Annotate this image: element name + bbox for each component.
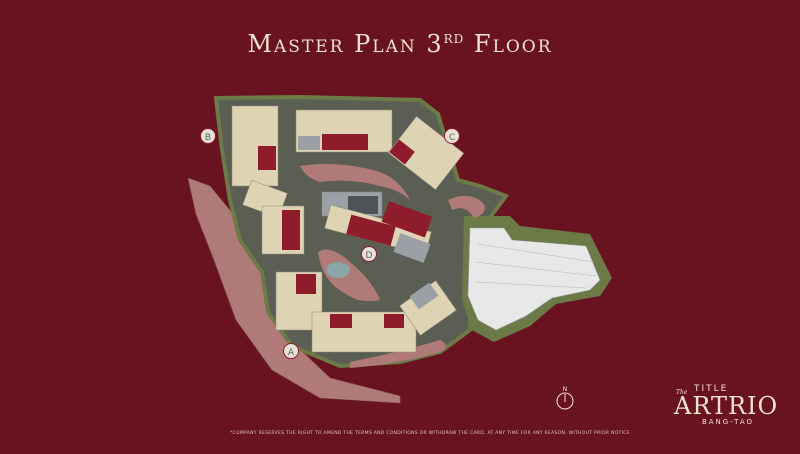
zone-marker-c: C [444,128,460,144]
title-end: Floor [464,30,553,58]
zone-marker-d: D [361,246,377,262]
pool [326,262,350,278]
block-c [295,109,465,190]
logo-location: BANG-TAO [701,418,754,426]
zone-marker-b: B [200,128,216,144]
walkway-center [318,249,380,302]
compass-north-label: N [563,386,568,393]
logo-prefix: The [676,389,688,396]
zone-label-a: A [288,348,295,358]
logo-title: TITLE [694,384,729,394]
block-d [321,191,433,263]
disclaimer-text: *COMPANY RESERVES THE RIGHT TO AMEND THE… [230,431,632,436]
zone-marker-a: A [283,343,299,359]
logo-brand: ARTRIO [674,392,779,420]
block-b [231,105,305,255]
brand-logo: The TITLE ARTRIO BANG-TAO [674,384,779,426]
title-superscript: RD [443,32,465,46]
compass-icon: N [556,386,574,410]
zone-label-c: C [449,133,455,143]
zone-label-b: B [205,133,211,143]
walkway-north [300,164,410,200]
zone-label-d: D [366,251,373,261]
walkway-south [350,340,446,368]
page-title: Master Plan 3RD Floor [0,30,800,58]
parking-building [462,216,612,342]
title-main: Master Plan 3 [247,30,444,58]
connector-road [448,195,485,218]
block-a [275,271,457,353]
